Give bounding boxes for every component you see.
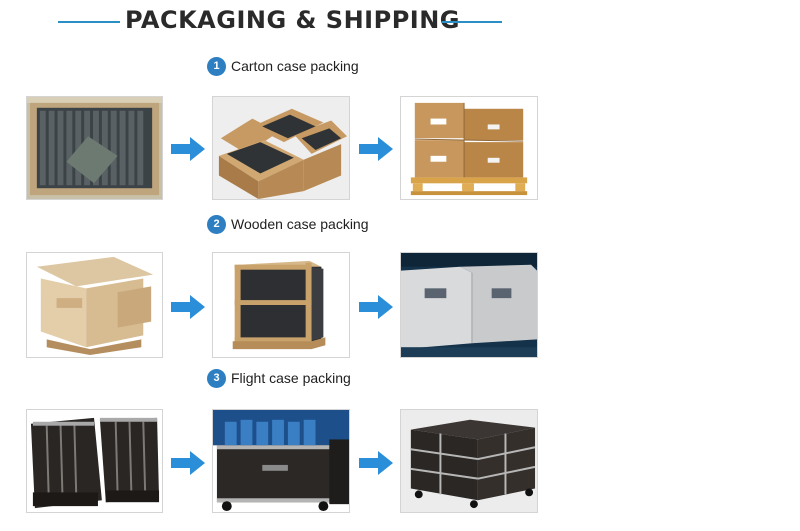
page-title: PACKAGING & SHIPPING	[125, 6, 460, 34]
step-number-badge: 1	[207, 56, 226, 76]
right-arrow-icon	[359, 137, 393, 161]
section-label-carton: 1 Carton case packing	[207, 56, 359, 76]
right-arrow-icon	[171, 137, 205, 161]
wooden-frame-crate-photo	[212, 252, 350, 358]
right-arrow-icon	[171, 295, 205, 319]
white-crates-in-warehouse-photo	[400, 252, 538, 358]
carton-modules-in-box-photo	[26, 96, 163, 200]
open-flight-cases-photo	[26, 409, 163, 513]
step-number-badge: 3	[207, 368, 226, 388]
right-arrow-icon	[359, 451, 393, 475]
header-line-right	[442, 21, 502, 23]
section-label-flight: 3 Flight case packing	[207, 368, 351, 388]
header-line-left	[58, 21, 120, 23]
carton-boxes-open-photo	[212, 96, 350, 200]
flight-case-with-modules-photo	[212, 409, 350, 513]
right-arrow-icon	[171, 451, 205, 475]
step-number-badge: 2	[207, 214, 226, 234]
stacked-flight-cases-photo	[400, 409, 538, 513]
cartons-on-pallet-photo	[400, 96, 538, 200]
plywood-crate-photo	[26, 252, 163, 358]
right-arrow-icon	[359, 295, 393, 319]
section-label-wooden: 2 Wooden case packing	[207, 214, 369, 234]
